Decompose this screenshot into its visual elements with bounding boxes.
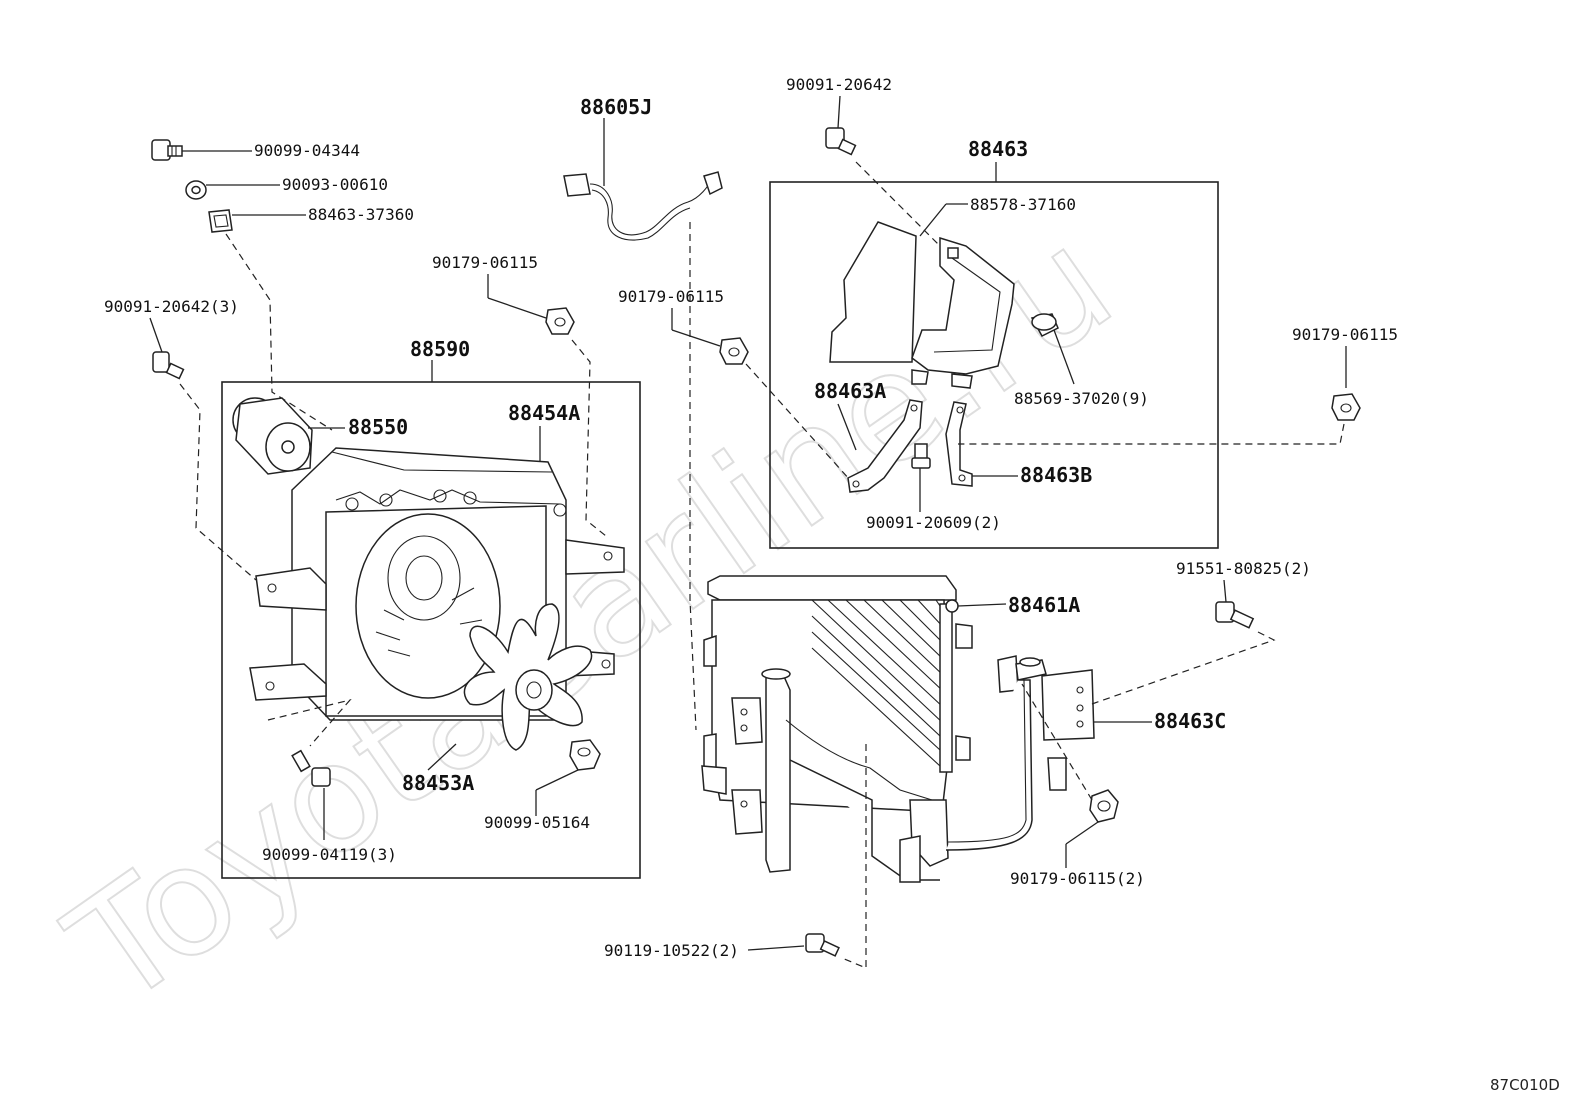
label-90093-00610[interactable]: 90093-00610 bbox=[282, 175, 388, 194]
bolt-right-icon bbox=[1215, 601, 1255, 629]
label-90119-10522-2[interactable]: 90119-10522(2) bbox=[604, 941, 739, 960]
label-90099-04119-3[interactable]: 90099-04119(3) bbox=[262, 845, 397, 864]
label-88463C[interactable]: 88463C bbox=[1154, 709, 1226, 733]
label-88454A[interactable]: 88454A bbox=[508, 401, 580, 425]
bolt-bottom-right-icon bbox=[805, 933, 840, 957]
label-90179-06115-c[interactable]: 90179-06115 bbox=[1292, 325, 1398, 344]
label-91551-80825-2[interactable]: 91551-80825(2) bbox=[1176, 559, 1311, 578]
bolt-left-icon bbox=[152, 351, 185, 380]
label-88463B[interactable]: 88463B bbox=[1020, 463, 1092, 487]
label-90179-06115-b[interactable]: 90179-06115 bbox=[618, 287, 724, 306]
label-88463-37360[interactable]: 88463-37360 bbox=[308, 205, 414, 224]
fan-shroud-group-label[interactable]: 88590 bbox=[410, 337, 470, 361]
label-88550[interactable]: 88550 bbox=[348, 415, 408, 439]
bolt-bottom-icon bbox=[291, 749, 331, 787]
label-90179-06115-2[interactable]: 90179-06115(2) bbox=[1010, 869, 1145, 888]
label-88569-37020-9[interactable]: 88569-37020(9) bbox=[1014, 389, 1149, 408]
wire-harness-icon bbox=[563, 171, 723, 241]
bolt-top-mid-icon bbox=[825, 127, 857, 156]
label-88605J[interactable]: 88605J bbox=[580, 95, 652, 119]
label-88453A[interactable]: 88453A bbox=[402, 771, 474, 795]
fan-nut-icon bbox=[569, 739, 601, 771]
nut-icon-d bbox=[1089, 789, 1119, 823]
nut-icon-c bbox=[1331, 393, 1361, 421]
upper-bracket-icon bbox=[829, 221, 1015, 389]
bracket-a-icon bbox=[847, 399, 923, 493]
label-90091-20642[interactable]: 90091-20642 bbox=[786, 75, 892, 94]
bracket-group-label[interactable]: 88463 bbox=[968, 137, 1028, 161]
bolt-top-left-icon bbox=[151, 139, 183, 161]
cushion-icon bbox=[208, 209, 233, 233]
fan-motor-icon bbox=[232, 397, 313, 475]
nut-icon-b bbox=[719, 337, 749, 365]
label-88461A[interactable]: 88461A bbox=[1008, 593, 1080, 617]
bolt-mid-icon bbox=[911, 443, 931, 469]
condenser-icon bbox=[701, 575, 973, 883]
label-90179-06115-a[interactable]: 90179-06115 bbox=[432, 253, 538, 272]
label-88463A[interactable]: 88463A bbox=[814, 379, 886, 403]
label-88578-37160[interactable]: 88578-37160 bbox=[970, 195, 1076, 214]
label-90091-20642-3[interactable]: 90091-20642(3) bbox=[104, 297, 239, 316]
diagram-code: 87C010D bbox=[1490, 1076, 1560, 1094]
fan-shroud-group-box bbox=[221, 381, 641, 879]
label-90099-04344[interactable]: 90099-04344 bbox=[254, 141, 360, 160]
label-90091-20609-2[interactable]: 90091-20609(2) bbox=[866, 513, 1001, 532]
clip-icon bbox=[1030, 313, 1059, 337]
bracket-c-icon bbox=[945, 655, 1095, 851]
fan-blade-icon bbox=[463, 603, 593, 751]
bracket-group-box bbox=[769, 181, 1219, 549]
nut-icon-a bbox=[545, 307, 575, 335]
washer-icon bbox=[185, 180, 207, 200]
label-90099-05164[interactable]: 90099-05164 bbox=[484, 813, 590, 832]
